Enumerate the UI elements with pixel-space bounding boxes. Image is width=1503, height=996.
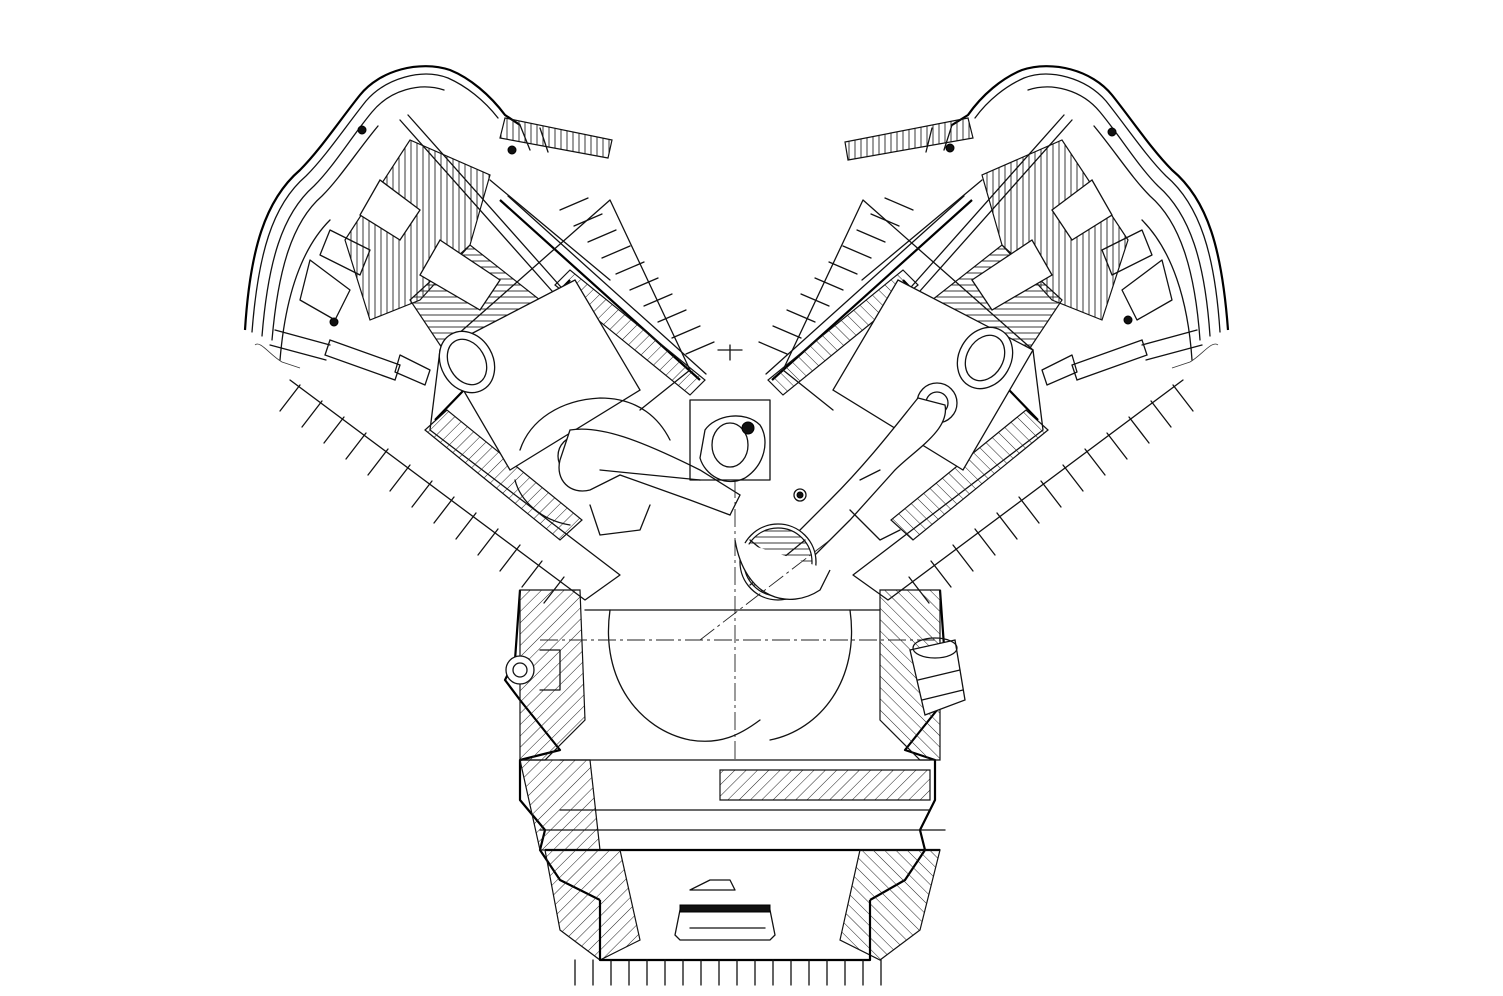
left-piston bbox=[438, 279, 641, 477]
cooling-fin bbox=[301, 400, 323, 428]
cooling-fin bbox=[685, 341, 715, 355]
cooling-fin bbox=[856, 229, 886, 243]
cooling-fin bbox=[952, 544, 974, 572]
cooling-fin bbox=[657, 309, 687, 323]
cooling-fin bbox=[814, 277, 844, 291]
sump-oil-pan bbox=[539, 829, 946, 986]
cooling-fin bbox=[499, 544, 521, 572]
cooling-fin bbox=[1172, 384, 1194, 412]
cooling-fin bbox=[411, 480, 433, 508]
cooling-fin bbox=[930, 560, 952, 588]
camshaft bbox=[689, 344, 771, 483]
cooling-fin bbox=[1150, 400, 1172, 428]
cooling-fin bbox=[477, 528, 499, 556]
cooling-fin bbox=[758, 341, 788, 355]
cooling-fin bbox=[786, 309, 816, 323]
cooling-fin bbox=[615, 261, 645, 275]
cooling-fin bbox=[455, 512, 477, 540]
cooling-fin bbox=[433, 496, 455, 524]
cooling-fin bbox=[367, 448, 389, 476]
left-cylinder-barrel bbox=[279, 197, 715, 604]
cooling-fin bbox=[1084, 448, 1106, 476]
cooling-fin bbox=[842, 245, 872, 259]
cooling-fin bbox=[279, 384, 301, 412]
right-piston bbox=[832, 279, 1034, 471]
oil-filter bbox=[909, 637, 966, 716]
cooling-fin bbox=[345, 432, 367, 460]
cooling-fin bbox=[1062, 464, 1084, 492]
oil-drain-plug bbox=[674, 879, 776, 941]
cooling-fin bbox=[1018, 496, 1040, 524]
cooling-fin bbox=[573, 213, 603, 227]
cooling-fin bbox=[559, 197, 589, 211]
cooling-fin bbox=[996, 512, 1018, 540]
left-cylinder-head bbox=[269, 114, 707, 386]
cooling-fin bbox=[643, 293, 673, 307]
crankshaft-journal bbox=[734, 523, 831, 601]
cooling-fin bbox=[389, 464, 411, 492]
cooling-fin bbox=[629, 277, 659, 291]
cooling-fin bbox=[601, 245, 631, 259]
cooling-fin bbox=[671, 325, 701, 339]
cooling-fin bbox=[828, 261, 858, 275]
cooling-fin bbox=[1040, 480, 1062, 508]
cooling-fin bbox=[323, 416, 345, 444]
left-connecting-rod bbox=[514, 397, 741, 536]
cooling-fin bbox=[974, 528, 996, 556]
right-connecting-rod bbox=[789, 397, 947, 561]
cooling-fin bbox=[800, 293, 830, 307]
right-cylinder-barrel bbox=[758, 197, 1194, 604]
left-cylinder-head-cover bbox=[243, 65, 613, 369]
center-lines bbox=[540, 480, 940, 760]
cooling-fin bbox=[587, 229, 617, 243]
cooling-fin bbox=[772, 325, 802, 339]
right-cylinder-head-cover bbox=[844, 65, 1230, 369]
crankcase bbox=[503, 589, 966, 901]
cooling-fin bbox=[1128, 416, 1150, 444]
cooling-fin bbox=[521, 560, 543, 588]
cooling-fin bbox=[1106, 432, 1128, 460]
cooling-fin bbox=[870, 213, 900, 227]
cooling-fin bbox=[884, 197, 914, 211]
